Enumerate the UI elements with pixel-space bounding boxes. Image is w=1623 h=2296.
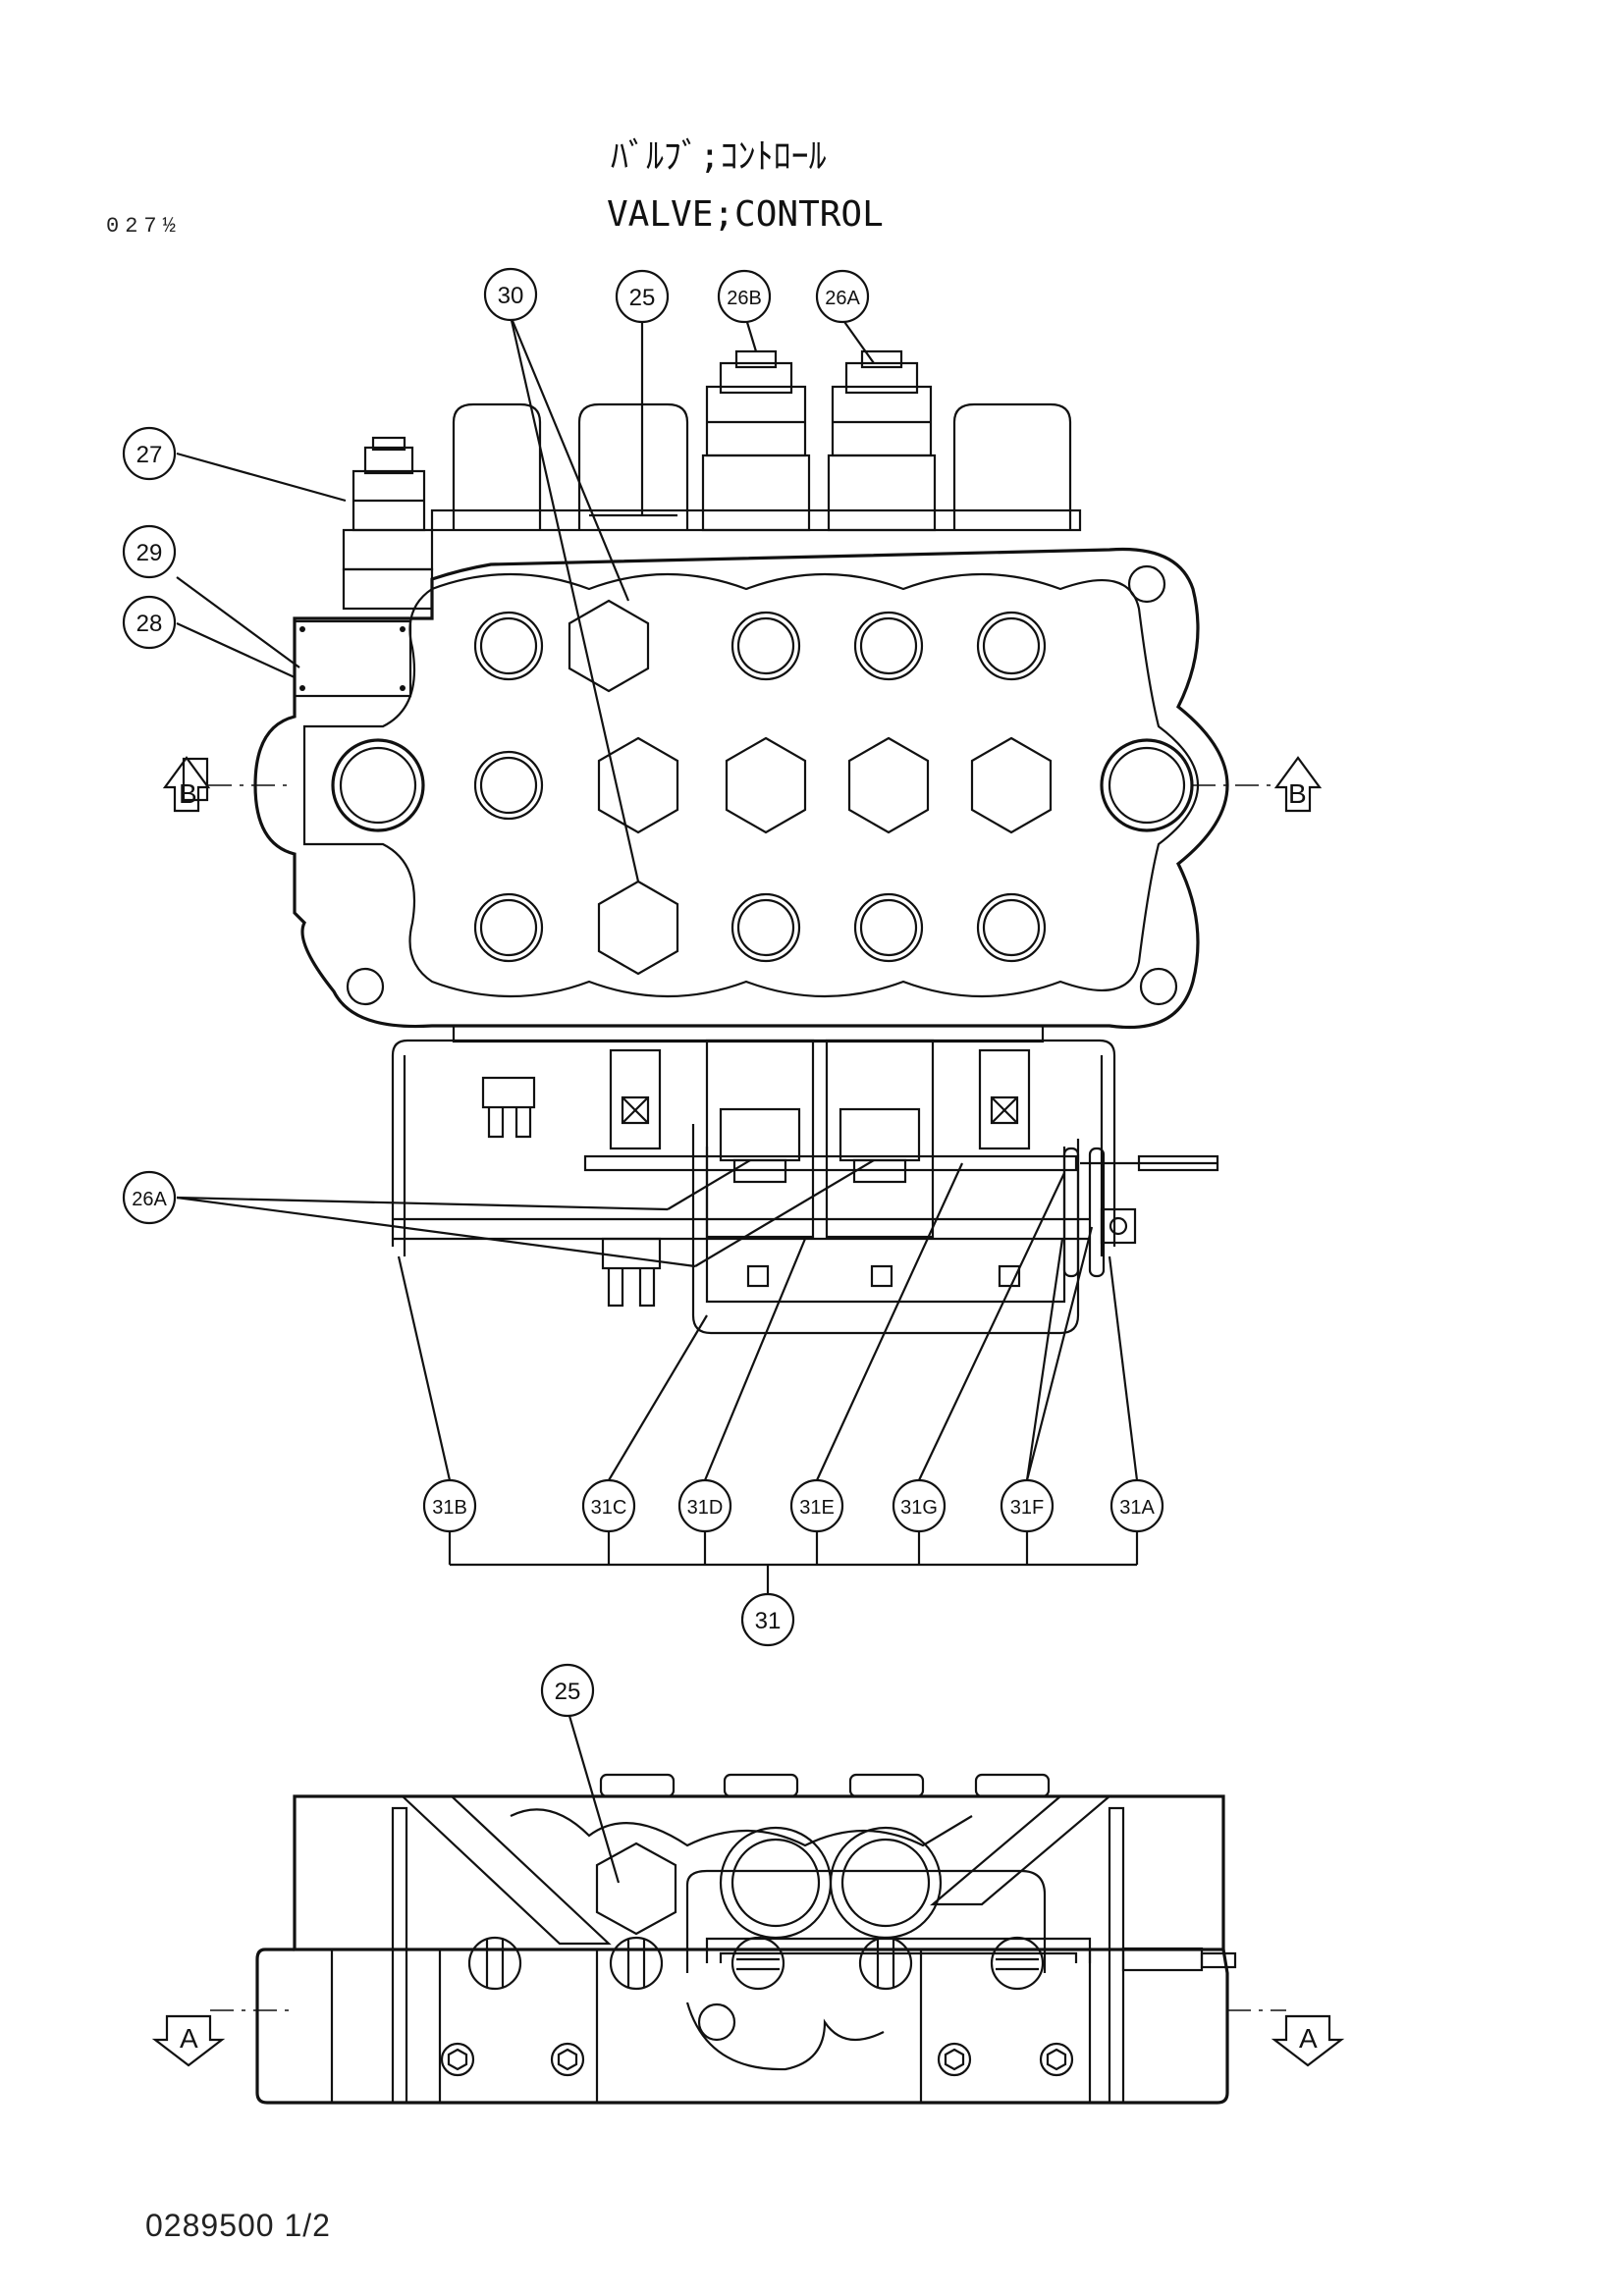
callout-26a-mid: 26A <box>122 1170 177 1225</box>
callout-31b: 31B <box>422 1478 477 1533</box>
callout-31e: 31E <box>789 1478 844 1533</box>
svg-text:31: 31 <box>755 1608 782 1634</box>
callout-27: 27 <box>122 426 177 481</box>
svg-text:A: A <box>180 2023 198 2054</box>
svg-text:31E: 31E <box>799 1497 835 1519</box>
callout-29: 29 <box>122 524 177 579</box>
callout-31a: 31A <box>1109 1478 1164 1533</box>
svg-text:26A: 26A <box>825 288 860 309</box>
svg-text:30: 30 <box>498 283 524 309</box>
valve-body-outline <box>253 547 1229 1030</box>
svg-text:25: 25 <box>629 285 656 311</box>
callout-26b: 26B <box>717 269 772 324</box>
svg-text:26B: 26B <box>727 288 762 309</box>
svg-text:B: B <box>1288 778 1307 809</box>
callout-25-top: 25 <box>615 269 670 324</box>
svg-text:31D: 31D <box>687 1497 724 1519</box>
top-caps <box>430 349 1082 532</box>
section-b-left: B <box>162 756 295 813</box>
svg-text:26A: 26A <box>132 1189 167 1210</box>
svg-text:31F: 31F <box>1010 1497 1044 1519</box>
lever-linkage <box>391 1024 1219 1335</box>
top-view: B B <box>162 349 1323 1335</box>
section-a-left: A <box>151 2009 293 2067</box>
svg-text:25: 25 <box>555 1679 581 1705</box>
callout-28: 28 <box>122 595 177 650</box>
port-row-1 <box>473 599 1047 693</box>
port-row-2 <box>331 736 1194 834</box>
fitting-27 <box>342 436 434 611</box>
section-a-right: A <box>1227 2009 1345 2067</box>
leader-lines <box>176 315 1139 1884</box>
svg-text:B: B <box>179 778 197 809</box>
callout-25-bottom: 25 <box>540 1663 595 1718</box>
svg-text:29: 29 <box>136 540 163 566</box>
callout-31: 31 <box>740 1592 795 1647</box>
callout-31c: 31C <box>581 1478 636 1533</box>
callout-30: 30 <box>483 267 538 322</box>
side-view <box>255 1773 1237 2105</box>
title-japanese: ﾊﾞﾙﾌﾞ;ｺﾝﾄﾛｰﾙ <box>611 136 827 177</box>
callout-31g: 31G <box>892 1478 947 1533</box>
callout-31f: 31F <box>1000 1478 1055 1533</box>
page-code: 027½ <box>106 214 182 239</box>
callout-26a-top: 26A <box>815 269 870 324</box>
callout-31d: 31D <box>677 1478 732 1533</box>
section-b-right: B <box>1192 756 1323 813</box>
svg-text:31C: 31C <box>591 1497 627 1519</box>
port-row-3 <box>473 880 1047 976</box>
svg-text:31A: 31A <box>1119 1497 1155 1519</box>
svg-text:31G: 31G <box>900 1497 938 1519</box>
svg-text:28: 28 <box>136 611 163 637</box>
svg-text:A: A <box>1299 2023 1318 2054</box>
svg-text:31B: 31B <box>432 1497 467 1519</box>
nameplate <box>293 619 412 698</box>
title-english: VALVE;CONTROL <box>607 194 884 235</box>
svg-text:27: 27 <box>136 442 163 468</box>
drawing-number: 0289500 1/2 <box>145 2208 331 2243</box>
